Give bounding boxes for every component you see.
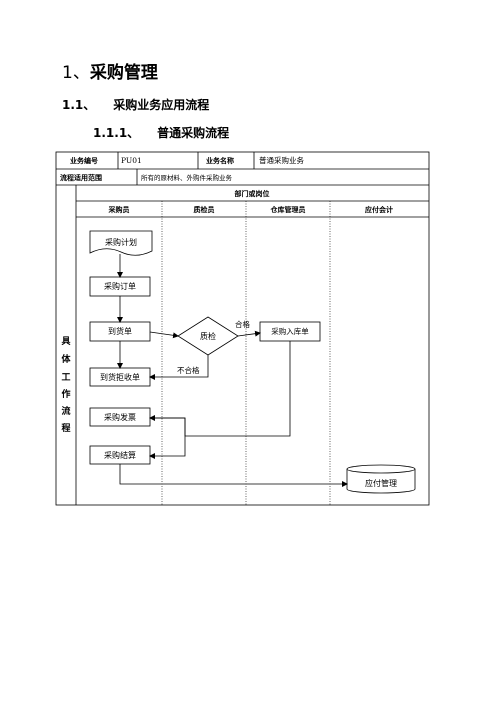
biz-name-label: 业务名称 xyxy=(206,156,234,165)
reject-label: 到货拒收单 xyxy=(100,372,140,382)
arrow xyxy=(119,464,348,487)
biz-code-value: PU01 xyxy=(121,156,142,165)
side-label-char: 体 xyxy=(61,353,71,365)
settlement-label: 采购结算 xyxy=(104,450,136,460)
biz-code-label: 业务编号 xyxy=(70,156,98,165)
scope-value: 所有的原材料、外购件采购业务 xyxy=(141,173,233,182)
heading-1-number: 1、 xyxy=(62,63,90,83)
side-label-char: 工 xyxy=(61,372,70,383)
heading-2-text: 采购业务应用流程 xyxy=(113,98,210,112)
side-label-char: 程 xyxy=(61,422,70,434)
heading-1: 1、采购管理 xyxy=(62,58,158,83)
heading-3: 1.1.1、 普通采购流程 xyxy=(93,124,229,141)
heading-3-number: 1.1.1、 xyxy=(93,126,140,140)
purchase-order-label: 采购订单 xyxy=(104,281,136,291)
column-header: 采购员 xyxy=(108,205,130,214)
fail-label: 不合格 xyxy=(177,365,200,375)
pass-label: 合格 xyxy=(235,319,250,329)
column-header: 应付会计 xyxy=(365,205,393,214)
arrow xyxy=(149,341,291,437)
arrow xyxy=(149,355,209,380)
inbound-label: 采购入库单 xyxy=(271,326,309,336)
arrow xyxy=(149,331,179,339)
lane-separators xyxy=(161,201,331,505)
payable-label: 应付管理 xyxy=(365,478,397,488)
side-label-char: 具 xyxy=(60,336,70,347)
heading-2-number: 1.1、 xyxy=(62,98,96,112)
heading-2: 1.1、 采购业务应用流程 xyxy=(62,96,209,113)
purchase-plan-label: 采购计划 xyxy=(105,237,137,247)
invoice-label: 采购发票 xyxy=(104,412,136,422)
arrow xyxy=(237,330,261,337)
column-header: 仓库管理员 xyxy=(270,205,306,214)
arrival-label: 到货单 xyxy=(108,326,132,336)
scope-label: 流程适用范围 xyxy=(60,173,102,182)
table-grid xyxy=(55,151,430,506)
side-label-char: 流 xyxy=(61,405,70,417)
heading-3-text: 普通采购流程 xyxy=(157,126,230,140)
side-label-char: 作 xyxy=(61,388,70,400)
arrow xyxy=(149,417,186,459)
side-label: 具 体 工 作 流 程 xyxy=(60,336,71,434)
inspection-label: 质检 xyxy=(200,331,216,341)
dept-header: 部门或岗位 xyxy=(235,189,270,198)
heading-1-text: 采购管理 xyxy=(89,63,158,83)
biz-name-value: 普通采购业务 xyxy=(259,155,304,165)
purchase-plan-shape xyxy=(89,230,153,256)
flow-connectors xyxy=(117,254,348,487)
column-header: 质检员 xyxy=(194,205,215,214)
payable-cylinder xyxy=(346,464,416,494)
